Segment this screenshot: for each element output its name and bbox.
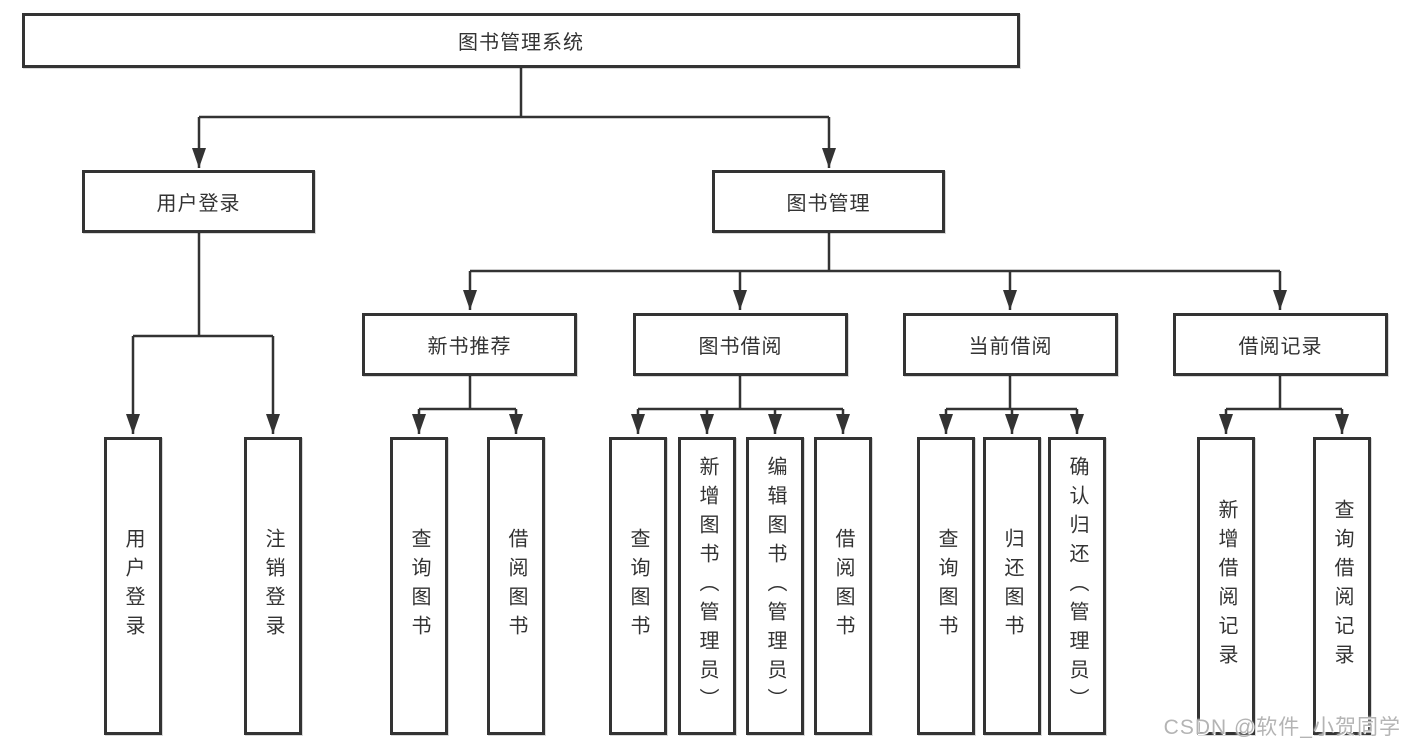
leaf-edit-book-admin: 编辑图书（管理员） xyxy=(746,437,804,735)
node-book-management: 图书管理 xyxy=(712,170,945,233)
csdn-watermark: CSDN @软件_小贺同学 xyxy=(1163,716,1401,739)
node-borrowing-records: 借阅记录 xyxy=(1173,313,1388,376)
node-user-login: 用户登录 xyxy=(82,170,315,233)
node-book-borrowing: 图书借阅 xyxy=(633,313,848,376)
leaf-borrow-books-recommend: 借阅图书 xyxy=(487,437,545,735)
leaf-query-books-recommend: 查询图书 xyxy=(390,437,448,735)
leaf-confirm-return-admin: 确认归还（管理员） xyxy=(1048,437,1106,735)
leaf-logout: 注销登录 xyxy=(244,437,302,735)
leaf-query-books-borrowing: 查询图书 xyxy=(609,437,667,735)
leaf-user-login: 用户登录 xyxy=(104,437,162,735)
node-root-system: 图书管理系统 xyxy=(22,13,1020,68)
leaf-return-book: 归还图书 xyxy=(983,437,1041,735)
leaf-add-borrow-record: 新增借阅记录 xyxy=(1197,437,1255,735)
leaf-query-borrow-record: 查询借阅记录 xyxy=(1313,437,1371,735)
leaf-query-books-current: 查询图书 xyxy=(917,437,975,735)
leaf-borrow-books-borrowing: 借阅图书 xyxy=(814,437,872,735)
leaf-add-book-admin: 新增图书（管理员） xyxy=(678,437,736,735)
node-new-book-recommend: 新书推荐 xyxy=(362,313,577,376)
node-current-borrowing: 当前借阅 xyxy=(903,313,1118,376)
